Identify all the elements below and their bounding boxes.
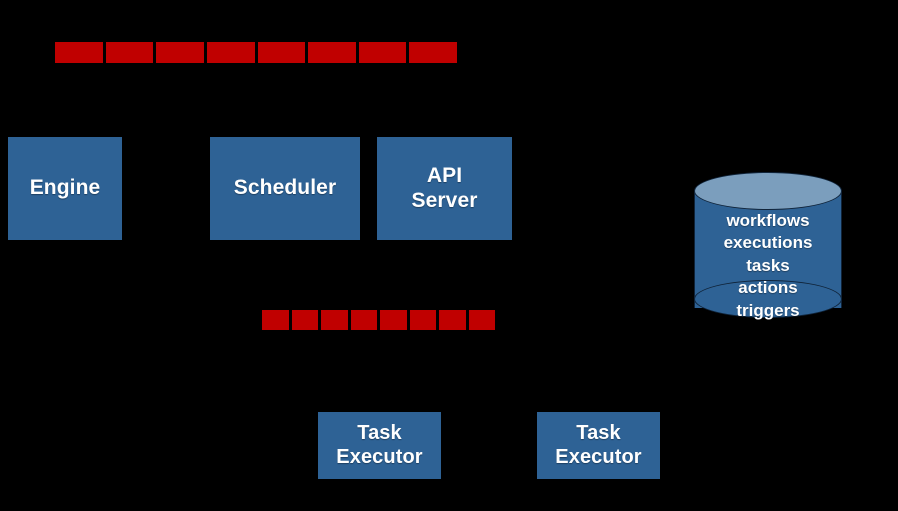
node-task-executor-1[interactable]: Task Executor (318, 412, 441, 479)
bus-segment (156, 42, 204, 63)
bus-segment (55, 42, 103, 63)
bus-segment (409, 310, 436, 330)
node-scheduler-label: Scheduler (233, 176, 337, 200)
node-task-executor-2-label: Task Executor (555, 422, 641, 469)
cylinder-bottom-ellipse (694, 280, 842, 318)
cylinder-top-ellipse (694, 172, 842, 210)
node-engine[interactable]: Engine (8, 137, 122, 240)
top-message-bus-bar (55, 42, 457, 63)
bus-segment (105, 42, 154, 63)
node-api-server-label-line2: Server (411, 188, 478, 212)
bus-segment (262, 310, 289, 330)
bus-segment (350, 310, 377, 330)
node-task-executor-2-label-line1: Task (576, 421, 621, 444)
node-task-executor-2[interactable]: Task Executor (537, 412, 660, 479)
node-api-server-label: API Server (412, 164, 478, 214)
lower-message-bus-bar (262, 310, 495, 330)
node-api-server-label-line1: API (426, 163, 463, 187)
datastore-entity: workflows (726, 211, 810, 230)
datastore-entity: triggers (736, 300, 800, 320)
bus-segment (380, 310, 407, 330)
node-task-executor-2-label-line2: Executor (555, 445, 642, 468)
node-api-server[interactable]: API Server (377, 137, 512, 240)
bus-segment (206, 42, 255, 63)
datastore-entity: executions (723, 233, 813, 253)
node-scheduler[interactable]: Scheduler (210, 137, 360, 240)
node-task-executor-1-label-line1: Task (357, 421, 402, 444)
datastore-entity: tasks (746, 255, 790, 275)
datastore-entity: actions (738, 278, 798, 298)
bus-segment (257, 42, 306, 63)
bus-segment (358, 42, 407, 63)
bus-segment (321, 310, 348, 330)
node-engine-label: Engine (29, 176, 101, 200)
bus-segment (439, 310, 466, 330)
bus-segment (409, 42, 457, 63)
bus-segment (291, 310, 318, 330)
bus-segment (308, 42, 356, 63)
node-task-executor-1-label-line2: Executor (336, 445, 423, 468)
bus-segment (468, 310, 495, 330)
node-task-executor-1-label: Task Executor (336, 422, 422, 469)
